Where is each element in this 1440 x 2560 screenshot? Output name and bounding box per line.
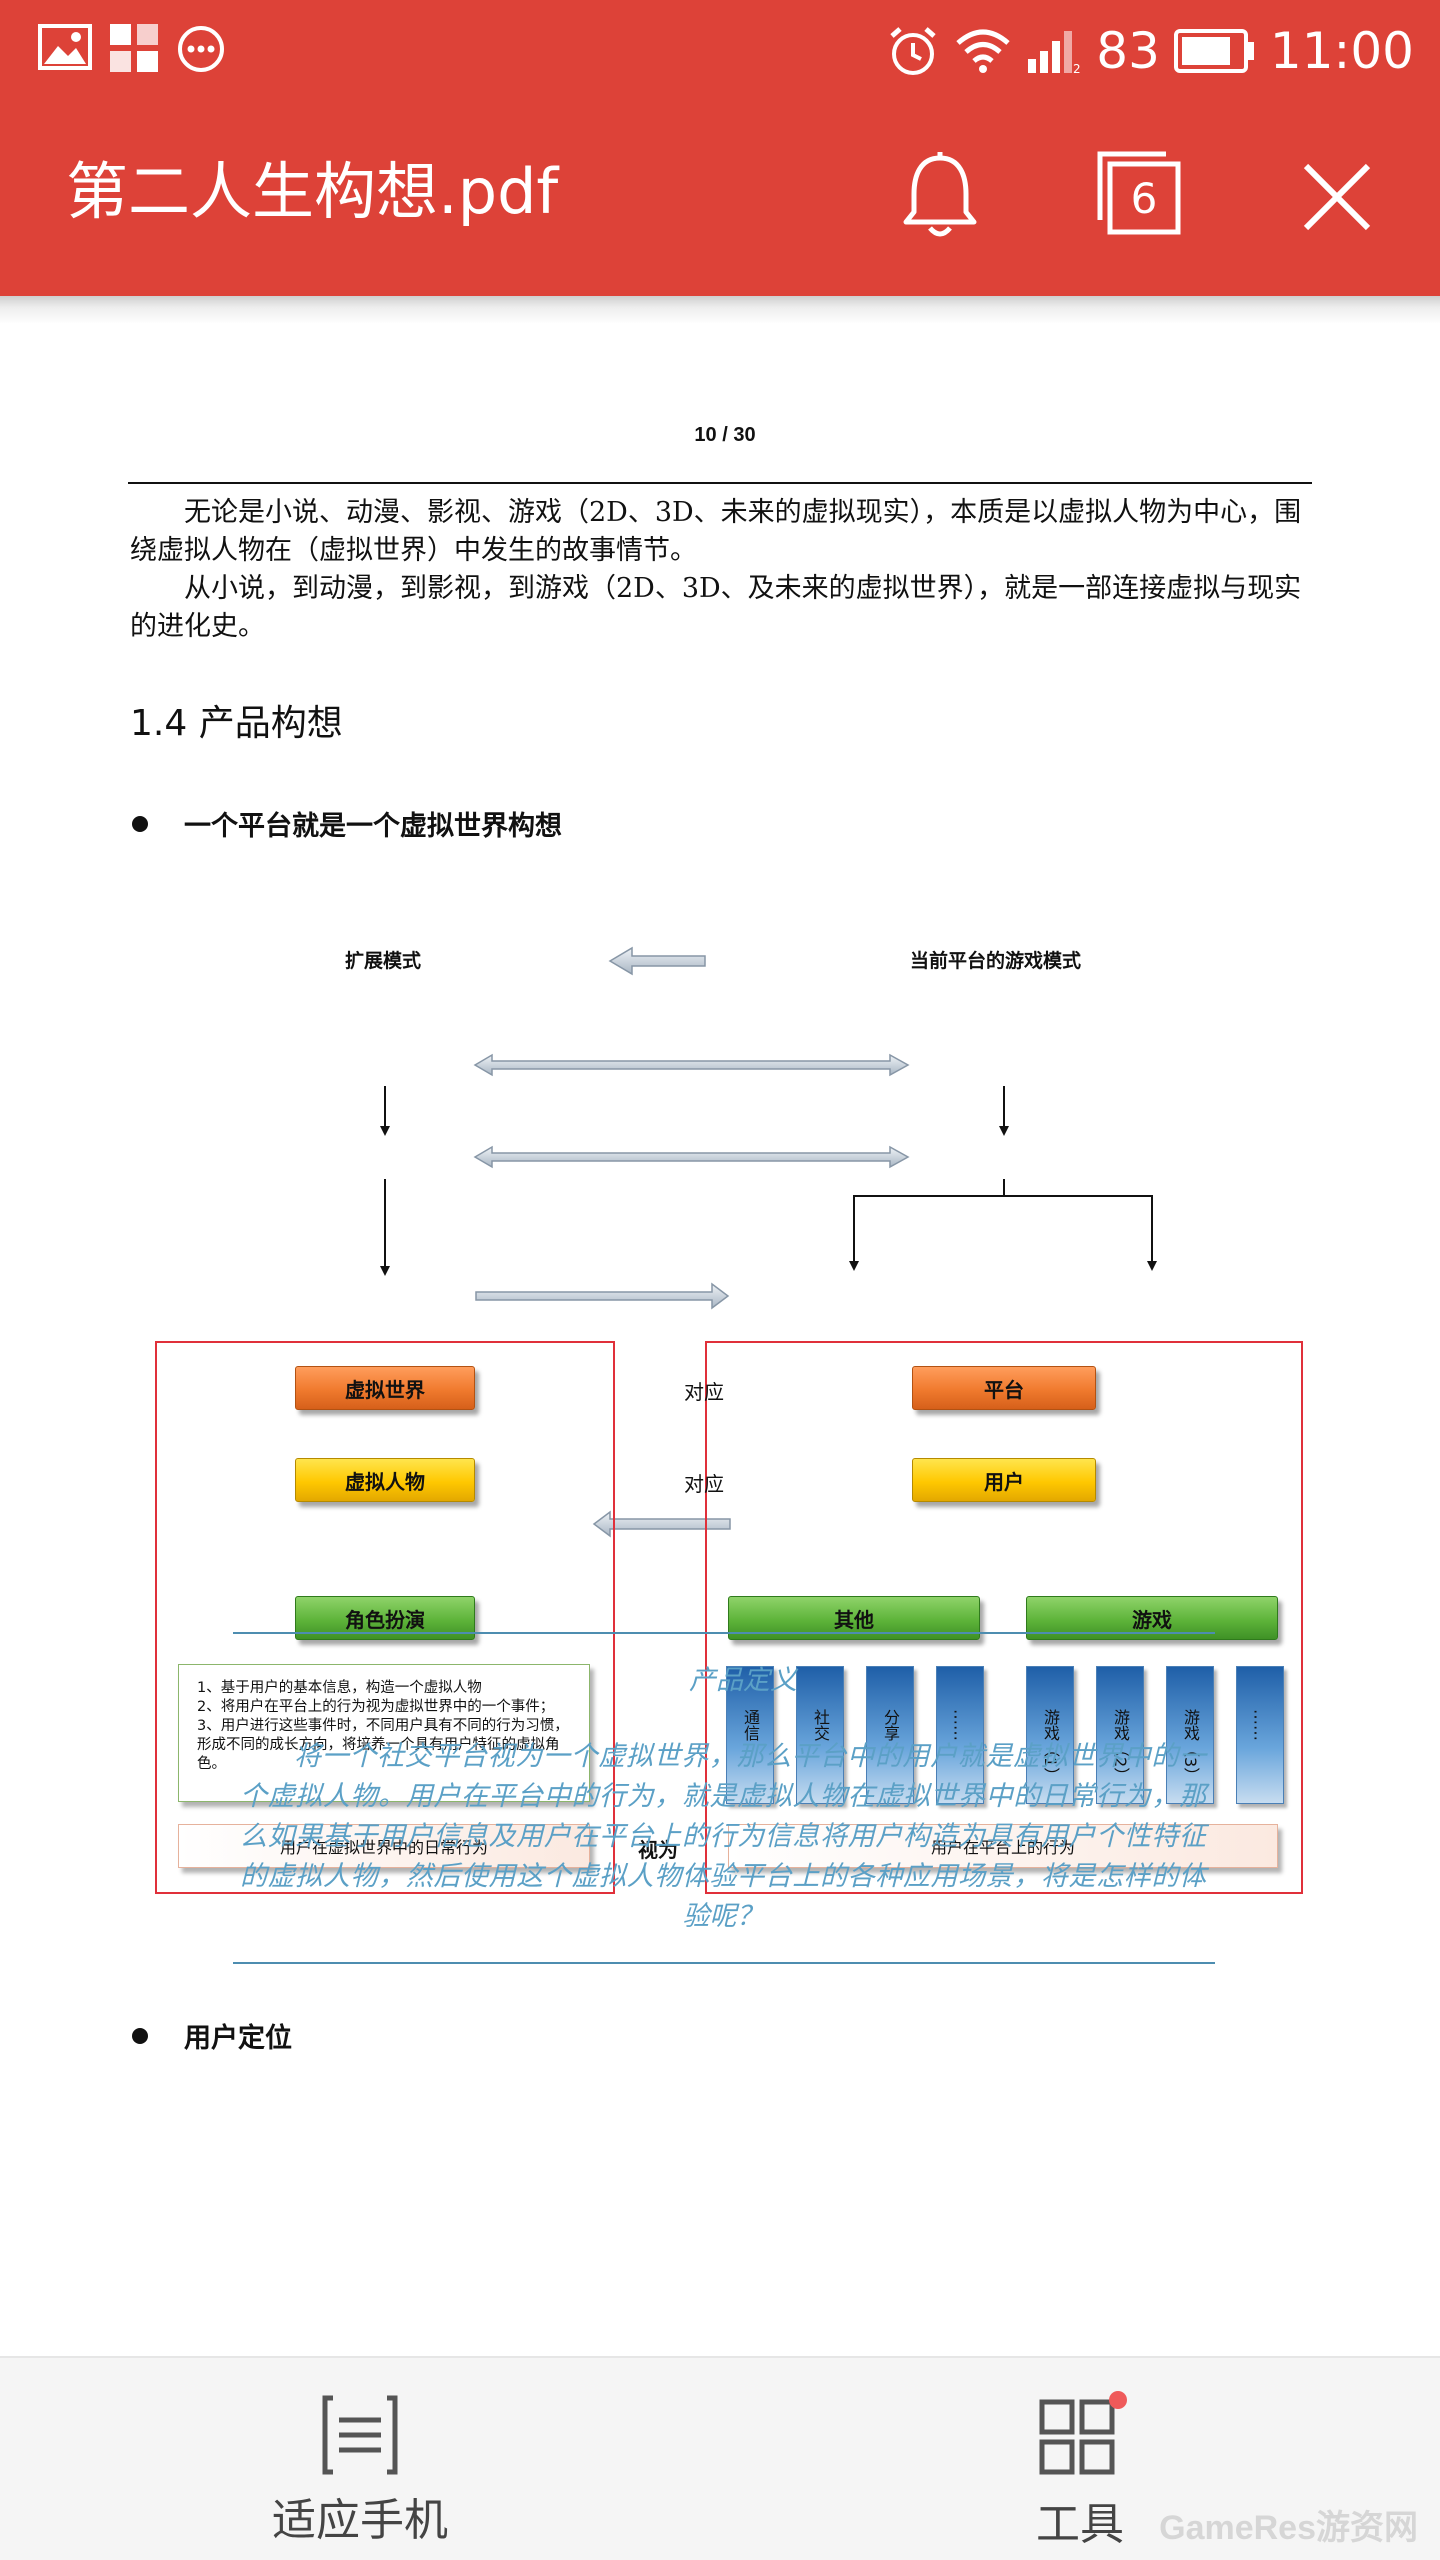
extension-mode-frame — [155, 1341, 615, 1894]
expand-direction-arrow — [608, 946, 706, 976]
virtual-world-box: 虚拟世界 — [295, 1366, 475, 1410]
wifi-icon — [956, 29, 1010, 73]
column-game-1: 游戏（1） — [1026, 1666, 1074, 1804]
column-game-more: …… — [1236, 1666, 1284, 1804]
concept-diagram: 扩展模式 当前平台的游戏模式 — [0, 324, 1440, 1894]
bullet-dot — [132, 815, 148, 832]
arrow-roleplay-other — [475, 1282, 730, 1310]
section-heading: 1.4 产品构想 — [130, 703, 343, 744]
column-game-3: 游戏（3） — [1166, 1666, 1214, 1804]
bullet-user-positioning: 用户定位 — [132, 2016, 292, 2055]
column-communication: 通信 — [726, 1666, 774, 1804]
column-share: 分享 — [866, 1666, 914, 1804]
roleplay-notes: 1、基于用户的基本信息，构造一个虚拟人物 2、将用户在平台上的行为视为虚拟世界中… — [178, 1664, 590, 1802]
left-behavior-box: 用户在虚拟世界中的日常行为 — [178, 1824, 590, 1868]
paragraph-1: 无论是小说、动漫、影视、游戏（2D、3D、未来的虚拟现实），本质是以虚拟人物为中… — [130, 497, 1302, 566]
note-line-3: 3、用户进行这些事件时，不同用户具有不同的行为习惯，形成不同的成长方向，将培养一… — [197, 1718, 569, 1772]
bullet-label: 一个平台就是一个虚拟世界构想 — [184, 811, 562, 842]
notification-dot — [1109, 2391, 1127, 2409]
column-game-2: 游戏（2） — [1096, 1666, 1144, 1804]
bullet-label: 用户定位 — [184, 2023, 292, 2054]
definition-top-rule — [233, 1632, 1215, 1634]
tools-label: 工具 — [1036, 2499, 1124, 2550]
gallery-notification-icon — [38, 24, 92, 70]
tabs-icon — [1097, 151, 1181, 235]
bell-icon[interactable] — [900, 150, 980, 242]
current-mode-frame — [705, 1341, 1303, 1894]
header-rule — [128, 482, 1312, 484]
fit-phone-button[interactable]: 适应手机 — [240, 2358, 480, 2560]
app-grid-notification-icon — [110, 24, 158, 72]
tabs-button[interactable]: 6 — [1096, 150, 1182, 236]
fit-phone-icon — [322, 2395, 398, 2475]
arrow-regard-as — [592, 1510, 731, 1538]
bullet-dot — [132, 2027, 148, 2044]
status-indicators: 2 83 11:00 — [886, 16, 1414, 86]
battery-level: 83 — [1096, 22, 1160, 80]
correspond-label-2: 对应 — [684, 1472, 724, 1496]
regard-as-label: 视为 — [638, 1838, 678, 1862]
note-line-1: 1、基于用户的基本信息，构造一个虚拟人物 — [197, 1680, 482, 1696]
tools-button[interactable]: 工具 — [960, 2358, 1200, 2560]
diagram-connectors — [380, 946, 1157, 1538]
document-title: 第二人生构想.pdf — [66, 155, 559, 228]
svg-text:2: 2 — [1073, 62, 1081, 75]
more-notifications-icon — [178, 26, 224, 72]
close-icon[interactable] — [1300, 160, 1374, 234]
intro-paragraphs: 无论是小说、动漫、影视、游戏（2D、3D、未来的虚拟现实），本质是以虚拟人物为中… — [130, 494, 1310, 646]
column-other-more: …… — [936, 1666, 984, 1804]
double-arrow-world-platform — [473, 1053, 910, 1077]
double-arrow-person-user — [473, 1145, 910, 1169]
page-indicator: 10 / 30 — [694, 424, 756, 446]
cellular-signal-icon: 2 — [1028, 31, 1081, 75]
correspond-label-1: 对应 — [684, 1380, 724, 1404]
pdf-page[interactable]: 10 / 30 无论是小说、动漫、影视、游戏（2D、3D、未来的虚拟现实），本质… — [0, 324, 1440, 2354]
definition-body: 将一个社交平台视为一个虚拟世界，那么平台中的用户就是虚拟世界中的一个虚拟人物。用… — [240, 1741, 1206, 1932]
watermark-logo: GameRes游资网 — [1159, 2509, 1418, 2547]
right-behavior-box: 用户在平台上的行为 — [728, 1824, 1278, 1868]
clock: 11:00 — [1269, 22, 1414, 80]
virtual-person-box: 虚拟人物 — [295, 1458, 475, 1502]
status-bar: 2 83 11:00 — [0, 0, 1440, 100]
column-social: 社交 — [796, 1666, 844, 1804]
definition-title: 产品定义 — [689, 1665, 797, 1696]
fit-phone-label: 适应手机 — [272, 2495, 448, 2546]
definition-bottom-rule — [233, 1962, 1215, 1964]
tabs-count: 6 — [1130, 173, 1158, 223]
title-bar: 第二人生构想.pdf 6 — [0, 100, 1440, 296]
diagram-right-title: 当前平台的游戏模式 — [910, 950, 1082, 972]
battery-icon — [1173, 29, 1254, 73]
user-box: 用户 — [912, 1458, 1096, 1502]
platform-box: 平台 — [912, 1366, 1096, 1410]
header-shadow — [0, 296, 1440, 324]
note-line-2: 2、将用户在平台上的行为视为虚拟世界中的一个事件； — [197, 1699, 555, 1715]
bullet-platform-world: 一个平台就是一个虚拟世界构想 — [132, 804, 562, 843]
paragraph-2: 从小说，到动漫，到影视，到游戏（2D、3D、及未来的虚拟世界），就是一部连接虚拟… — [130, 573, 1302, 642]
user-branch-connector — [853, 1179, 1005, 1264]
tools-grid-icon — [1039, 2391, 1127, 2475]
definition-text: 将一个社交平台视为一个虚拟世界，那么平台中的用户就是虚拟世界中的一个虚拟人物。用… — [240, 1737, 1206, 1937]
bottom-toolbar: 适应手机 工具 — [0, 2356, 1440, 2560]
alarm-icon — [890, 27, 936, 75]
diagram-left-title: 扩展模式 — [345, 950, 422, 972]
app-header: 2 83 11:00 第二人生构想.pdf 6 — [0, 0, 1440, 296]
